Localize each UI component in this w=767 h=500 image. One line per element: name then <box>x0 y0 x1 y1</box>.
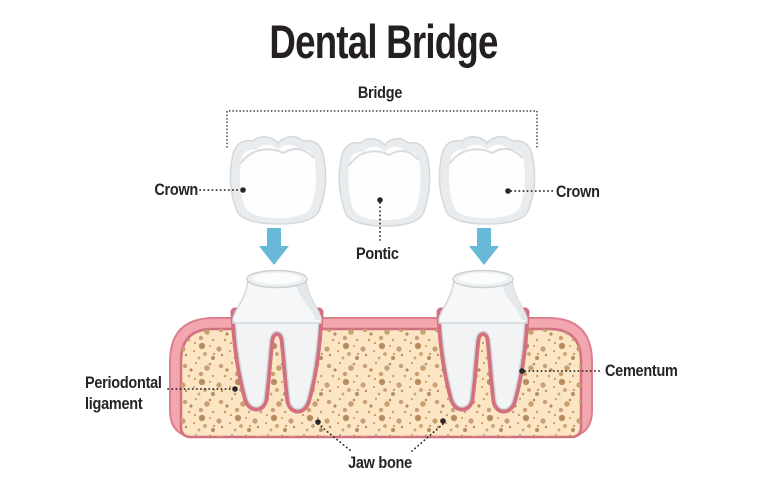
down-arrow <box>469 228 499 265</box>
bridge-pontic-tooth <box>338 137 431 227</box>
page-title: Dental Bridge <box>269 15 498 68</box>
pontic-label: Pontic <box>356 244 399 263</box>
bridge-crown-right <box>438 135 536 225</box>
jaw-bone-texture <box>181 329 581 437</box>
crown-right-label: Crown <box>556 182 600 201</box>
cementum-label: Cementum <box>605 361 678 380</box>
lower-leader-lines <box>167 370 602 452</box>
jaw-bone-label: Jaw bone <box>348 453 412 472</box>
abutment-root-left-outline <box>234 311 320 410</box>
bridge-label: Bridge <box>357 83 403 102</box>
lower-leader-dots <box>232 368 525 425</box>
periodontal-ligament-label: Periodontal ligament <box>85 373 162 414</box>
abutment-tooth-right <box>438 269 528 324</box>
bridge-bracket <box>226 110 538 148</box>
crown-left-label: Crown <box>154 180 198 199</box>
abutment-root-right-outline <box>440 311 526 410</box>
bridge-crown-left <box>229 135 327 225</box>
down-arrow <box>259 228 289 265</box>
upper-leader-lines <box>199 189 554 241</box>
upper-leader-dots <box>240 187 511 203</box>
abutment-tooth-left <box>232 269 322 324</box>
